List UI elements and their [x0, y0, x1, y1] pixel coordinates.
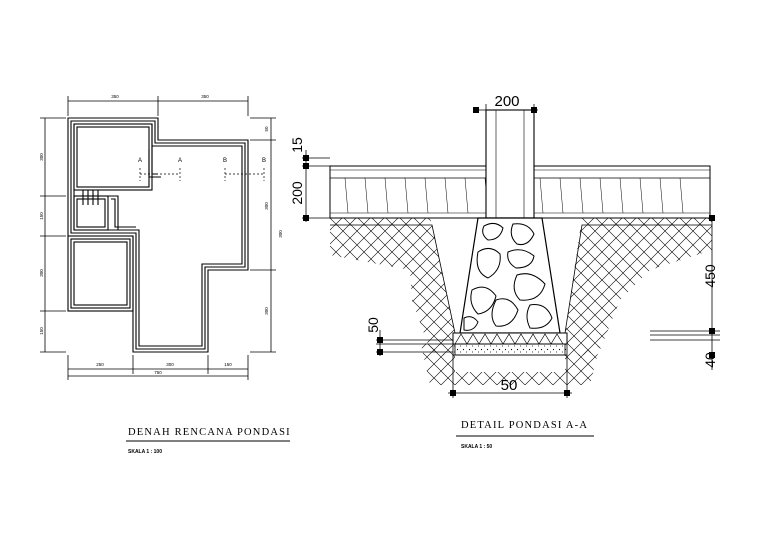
dim-right-3: 300 [278, 230, 283, 238]
detail-scale: SKALA 1 : 50 [461, 444, 492, 450]
dim-left-3: 300 [39, 269, 44, 277]
dim-sand: 40 [702, 352, 718, 368]
dim-right-1: 50 [264, 126, 269, 132]
plan-scale: SKALA 1 : 100 [128, 449, 162, 455]
left-dimension [40, 117, 66, 353]
aanstamping-stones [454, 333, 564, 345]
section-markers [139, 168, 265, 181]
right-dimension [250, 117, 276, 353]
dim-column-width: 200 [494, 93, 519, 110]
sand-layer [452, 343, 568, 356]
room-small [73, 190, 109, 231]
dim-right-2: 300 [264, 202, 269, 210]
soil-hatch-bottom [420, 340, 600, 385]
dim-bottom-1: 250 [96, 362, 104, 367]
column [485, 109, 535, 219]
foundation-detail [302, 104, 720, 398]
dim-left-1: 300 [39, 153, 44, 161]
dim-left-4: 150 [39, 327, 44, 335]
top-dimension [67, 96, 249, 116]
dim-bottom-3: 150 [224, 362, 232, 367]
dim-base-width: 50 [501, 377, 518, 394]
stone-foundation [459, 217, 561, 334]
section-mark-a2: A [178, 158, 182, 164]
foundation-plan: 350 350 300 150 300 150 50 300 300 300 [39, 94, 283, 380]
dim-top-2: 350 [201, 94, 209, 99]
soil-hatch-left [330, 218, 455, 360]
section-mark-a1: A [138, 158, 142, 164]
ground-lines [650, 218, 720, 370]
bottom-dimension [67, 355, 249, 380]
room-lower-left [67, 235, 134, 312]
plan-title: DENAH RENCANA PONDASI [128, 427, 291, 438]
foundation-outline [67, 117, 249, 353]
section-mark-b1: B [223, 158, 227, 164]
dim-right-4: 300 [264, 307, 269, 315]
dim-sloof-height: 200 [289, 181, 305, 205]
left-dim-ticks [303, 155, 383, 355]
dim-left-2: 150 [39, 212, 44, 220]
dim-depth: 450 [702, 264, 718, 288]
dim-bottom-total: 750 [154, 370, 162, 375]
section-mark-b2: B [262, 158, 266, 164]
dim-aanstamping: 50 [365, 317, 381, 333]
dim-sloof-top: 15 [289, 137, 305, 153]
stones [463, 222, 553, 331]
right-dim-ticks [709, 215, 715, 358]
dim-top-1: 350 [111, 94, 119, 99]
inner-walls [108, 146, 161, 231]
detail-title: DETAIL PONDASI A-A [461, 420, 588, 431]
dim-bottom-2: 300 [166, 362, 174, 367]
soil-hatch-right [565, 218, 712, 360]
